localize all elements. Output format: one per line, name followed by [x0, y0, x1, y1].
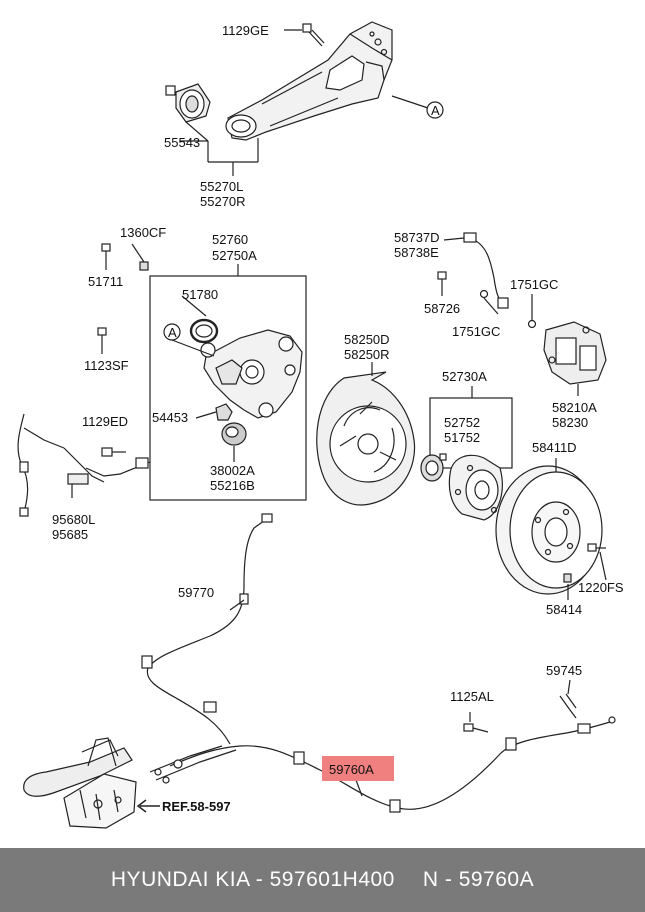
- parking-cable-59760A-drawing: [169, 716, 616, 813]
- bolt-1129GE-drawing: [302, 23, 325, 47]
- ref-arrow-icon: [136, 799, 160, 813]
- knuckle-drawing: [200, 329, 303, 419]
- label-52750A: 52750A: [212, 248, 257, 263]
- bolt-1129ED-drawing: [101, 447, 126, 457]
- bolt-1123SF-drawing: [97, 327, 107, 354]
- bushing-55543-drawing: [165, 83, 211, 123]
- brake-backing-plate-drawing: [316, 371, 416, 506]
- part-labels: 1129GE 55543 55270L 55270R A 52760 52750…: [52, 23, 624, 814]
- label-51711: 51711: [88, 274, 123, 289]
- clip-59745-drawing: [559, 693, 577, 719]
- label-51780: 51780: [182, 287, 218, 302]
- label-58210A: 58210A: [552, 400, 597, 415]
- footer-brand-part: HYUNDAI KIA - 597601H400: [110, 868, 395, 891]
- label-ref-a-top: A: [431, 103, 440, 118]
- label-58738E: 58738E: [394, 245, 439, 260]
- bolt-1125AL-drawing: [463, 723, 489, 733]
- bolt-51711-drawing: [101, 243, 111, 270]
- label-58230: 58230: [552, 415, 588, 430]
- brake-disc-drawing: [495, 465, 603, 595]
- label-58737D: 58737D: [394, 230, 440, 245]
- label-ref-a-knuckle: A: [168, 325, 177, 340]
- label-58250R: 58250R: [344, 347, 390, 362]
- label-52752: 52752: [444, 415, 480, 430]
- hub-bearing-drawing: [420, 453, 503, 521]
- label-55270L: 55270L: [200, 179, 243, 194]
- label-58414: 58414: [546, 602, 582, 617]
- label-58411D: 58411D: [532, 440, 577, 455]
- label-1360CF: 1360CF: [120, 225, 166, 240]
- label-58726: 58726: [424, 301, 460, 316]
- footer-part-code: N - 59760A: [422, 868, 535, 891]
- footer-bar: HYUNDAI KIA - 597601H400 N - 59760A: [0, 848, 645, 912]
- label-95685: 95685: [52, 527, 88, 542]
- parking-lever-drawing: [23, 737, 137, 829]
- label-38002A: 38002A: [210, 463, 255, 478]
- label-1220FS: 1220FS: [578, 580, 624, 595]
- label-54453: 54453: [152, 410, 188, 425]
- label-ref-58-597: REF.58-597: [162, 799, 231, 814]
- label-1751GC-a: 1751GC: [510, 277, 558, 292]
- nut-1360CF-drawing: [139, 261, 149, 271]
- label-1123SF: 1123SF: [84, 358, 129, 373]
- abs-sensor-cable-drawing: [17, 413, 151, 517]
- label-52730A: 52730A: [442, 369, 487, 384]
- screw-58414-drawing: [563, 573, 572, 583]
- knuckle-group-box: [149, 275, 307, 501]
- label-1129ED: 1129ED: [82, 414, 128, 429]
- label-59760A: 59760A: [329, 762, 374, 777]
- label-1129GE: 1129GE: [222, 23, 269, 38]
- parts-diagram: 1129GE 55543 55270L 55270R A 52760 52750…: [17, 21, 624, 829]
- highlight-box: [322, 756, 394, 781]
- caliper-drawing: [543, 321, 607, 385]
- equalizer-drawing: [149, 745, 237, 784]
- brake-hose-drawing: [463, 232, 509, 309]
- label-59770: 59770: [178, 585, 214, 600]
- label-52760: 52760: [212, 232, 248, 247]
- label-59745: 59745: [546, 663, 582, 678]
- label-55543: 55543: [164, 135, 200, 150]
- label-58250D: 58250D: [344, 332, 390, 347]
- label-51752: 51752: [444, 430, 480, 445]
- parking-cable-59770-drawing: [141, 513, 273, 745]
- bushing-38002A-drawing: [221, 422, 247, 446]
- trailing-arm-drawing: [225, 21, 393, 141]
- label-1751GC-b: 1751GC: [452, 324, 500, 339]
- bolt-1220FS-drawing: [587, 543, 606, 552]
- washer-1751GC-a-drawing: [479, 289, 489, 299]
- label-1125AL: 1125AL: [450, 689, 494, 704]
- label-95680L: 95680L: [52, 512, 95, 527]
- label-55216B: 55216B: [210, 478, 255, 493]
- washer-1751GC-b-drawing: [527, 319, 537, 329]
- bushing-54453-drawing: [215, 403, 233, 421]
- seal-51780-drawing: [189, 318, 219, 344]
- bolt-58726-drawing: [437, 271, 447, 296]
- label-55270R: 55270R: [200, 194, 246, 209]
